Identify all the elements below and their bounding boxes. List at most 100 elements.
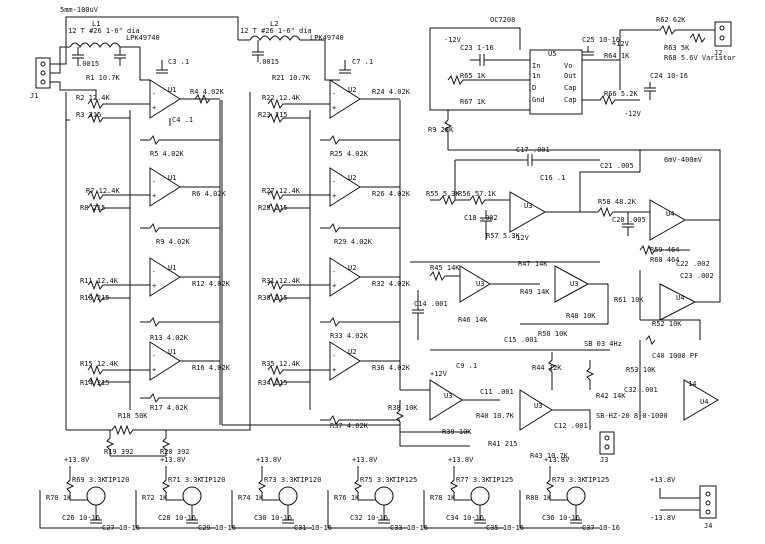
left-op2-rin: R7 12.4K [86, 187, 121, 195]
filter-c22: C22 .002 [676, 260, 710, 268]
osc-c24: C24 10-16 [650, 72, 688, 80]
svg-text:U2: U2 [348, 86, 356, 94]
right-op3-ro: R32 4.02K [372, 280, 411, 288]
driver-5-transistor: TIP125 [584, 476, 609, 484]
osc-ic: OC7208 [490, 16, 515, 24]
mid-r44: R44 12K [532, 364, 562, 372]
mid-c11: C11 .001 [480, 388, 514, 396]
driver-2-transistor: TIP120 [296, 476, 321, 484]
svg-text:U5: U5 [548, 50, 556, 58]
connector-j3 [599, 431, 615, 455]
svg-text:-12V: -12V [624, 110, 642, 118]
lpk-left: LPK49740 [126, 34, 160, 42]
svg-text:Cap: Cap [564, 84, 577, 92]
driver-0-re: R70 1K [46, 494, 72, 502]
left-op2-ro: R6 4.02K [192, 190, 227, 198]
driver-0-ce: C27 10-16 [102, 524, 140, 532]
mid-c15: C15 .001 [504, 336, 538, 344]
right-op4-rin: R35 12.4K [262, 360, 301, 368]
l1-note: 12 T #26 1-6" dia [68, 27, 140, 35]
mid-r42: R42 14K [596, 392, 626, 400]
svg-text:In: In [532, 62, 540, 70]
driver-1-cap: C28 10-16 [158, 514, 196, 522]
right-op1-rg: R23 215 [258, 111, 288, 119]
left-op3-ro: R12 4.02K [192, 280, 231, 288]
filter-c21: C21 .005 [600, 162, 634, 170]
svg-text:-: - [152, 352, 156, 360]
mixer-r20: R20 392 [160, 448, 190, 456]
driver-2-rb: R73 3.3K [264, 476, 299, 484]
svg-text:U2: U2 [348, 264, 356, 272]
driver-3-ce: C33 10-16 [390, 524, 428, 532]
right-op4-rg: R34 215 [258, 379, 288, 387]
u5-ic [529, 49, 583, 115]
mid-r50: R50 10K [538, 330, 568, 338]
svg-text:U4: U4 [666, 210, 674, 218]
svg-text:-12V: -12V [444, 36, 462, 44]
mid-r48: R48 10K [566, 312, 596, 320]
svg-text:U3: U3 [570, 280, 578, 288]
svg-text:-: - [332, 268, 336, 276]
right-op3-rf: R33 4.02K [330, 332, 369, 340]
osc-r65: R65 1K [460, 72, 486, 80]
left-op4-rin: R15 12.4K [80, 360, 119, 368]
svg-text:-: - [152, 178, 156, 186]
left-op4-rf: R17 4.02K [150, 404, 189, 412]
j3-label: J3 [600, 456, 608, 464]
driver-0-rb: R69 3.3K [72, 476, 107, 484]
right-op1-rf: R24 4.02K [372, 88, 411, 96]
mid-r40: R40 10.7K [476, 412, 515, 420]
left-op2-rg: R8 215 [80, 204, 105, 212]
driver-5-re: R80 1K [526, 494, 552, 502]
svg-text:C3 .1: C3 .1 [168, 58, 189, 66]
driver-3-cap: C32 10-16 [350, 514, 388, 522]
driver-5-ce: C37 10-16 [582, 524, 620, 532]
driver-5: +13.8V R79 3.3K TIP125 R80 1K C36 10-16 … [519, 456, 620, 532]
mid-label2: SB-HZ-20 8-0-1000 [596, 412, 668, 420]
j4-label: J4 [704, 522, 712, 530]
mid-r47: R47 14K [518, 260, 548, 268]
osc-c23: C23 1-16 [460, 44, 494, 52]
svg-text:U4: U4 [700, 398, 708, 406]
svg-text:U3: U3 [476, 280, 484, 288]
driver-3-rail: +13.8V [352, 456, 378, 464]
svg-text:-: - [152, 90, 156, 98]
svg-text:U2: U2 [348, 174, 356, 182]
osc-c25: C25 10-16 [582, 36, 620, 44]
mid-r46: R46 14K [458, 316, 488, 324]
svg-text:+: + [332, 366, 336, 374]
filter-c40: C40 1000 PF [652, 352, 698, 360]
osc-r62: R62 62K [656, 16, 686, 24]
right-op1-ro: R25 4.02K [330, 150, 369, 158]
mid-r45: R45 14K [430, 264, 460, 272]
driver-1-transistor: TIP120 [200, 476, 225, 484]
svg-text:U3: U3 [534, 402, 542, 410]
right-opamp-bank: -+ U2 R22 12.4K R23 215 R24 4.02K R25 4.… [222, 58, 411, 431]
left-opamp-bank: -+ U1 R2 12.4K R3 215 R4 4.02K R5 4.02K … [65, 58, 231, 457]
svg-text:-: - [332, 352, 336, 360]
svg-text:Gnd: Gnd [532, 96, 545, 104]
svg-text:1n: 1n [532, 72, 540, 80]
left-op4-ro: R16 4.02K [192, 364, 231, 372]
svg-text:+: + [332, 104, 336, 112]
right-input-section: L2 12 T #26 1-6" dia .0015 LPK49740 R21 … [238, 20, 344, 82]
power-connector: +13.8V -13.8V J4 [650, 476, 717, 530]
left-op1-rg: R3 215 [76, 111, 101, 119]
svg-text:Out: Out [564, 72, 577, 80]
driver-stages: +13.8V R69 3.3K TIP120 R70 1K C26 10-16 … [39, 456, 620, 532]
driver-5-rail: +13.8V [544, 456, 570, 464]
right-op2-rf: R29 4.02K [334, 238, 373, 246]
driver-5-cap: C36 10-16 [542, 514, 580, 522]
filter-r52: R52 10K [652, 320, 682, 328]
driver-4: +13.8V R77 3.3K TIP125 R78 1K C34 10-16 … [423, 456, 524, 532]
driver-4-rail: +13.8V [448, 456, 474, 464]
svg-text:C16 .1: C16 .1 [540, 174, 565, 182]
svg-text:+12V: +12V [612, 40, 630, 48]
driver-1-re: R72 1K [142, 494, 168, 502]
driver-2-ce: C31 10-16 [294, 524, 332, 532]
filter-c20: C20 .005 [612, 216, 646, 224]
filter-r57: R57 5.3K [486, 232, 521, 240]
j2-label: J2 [714, 49, 722, 57]
